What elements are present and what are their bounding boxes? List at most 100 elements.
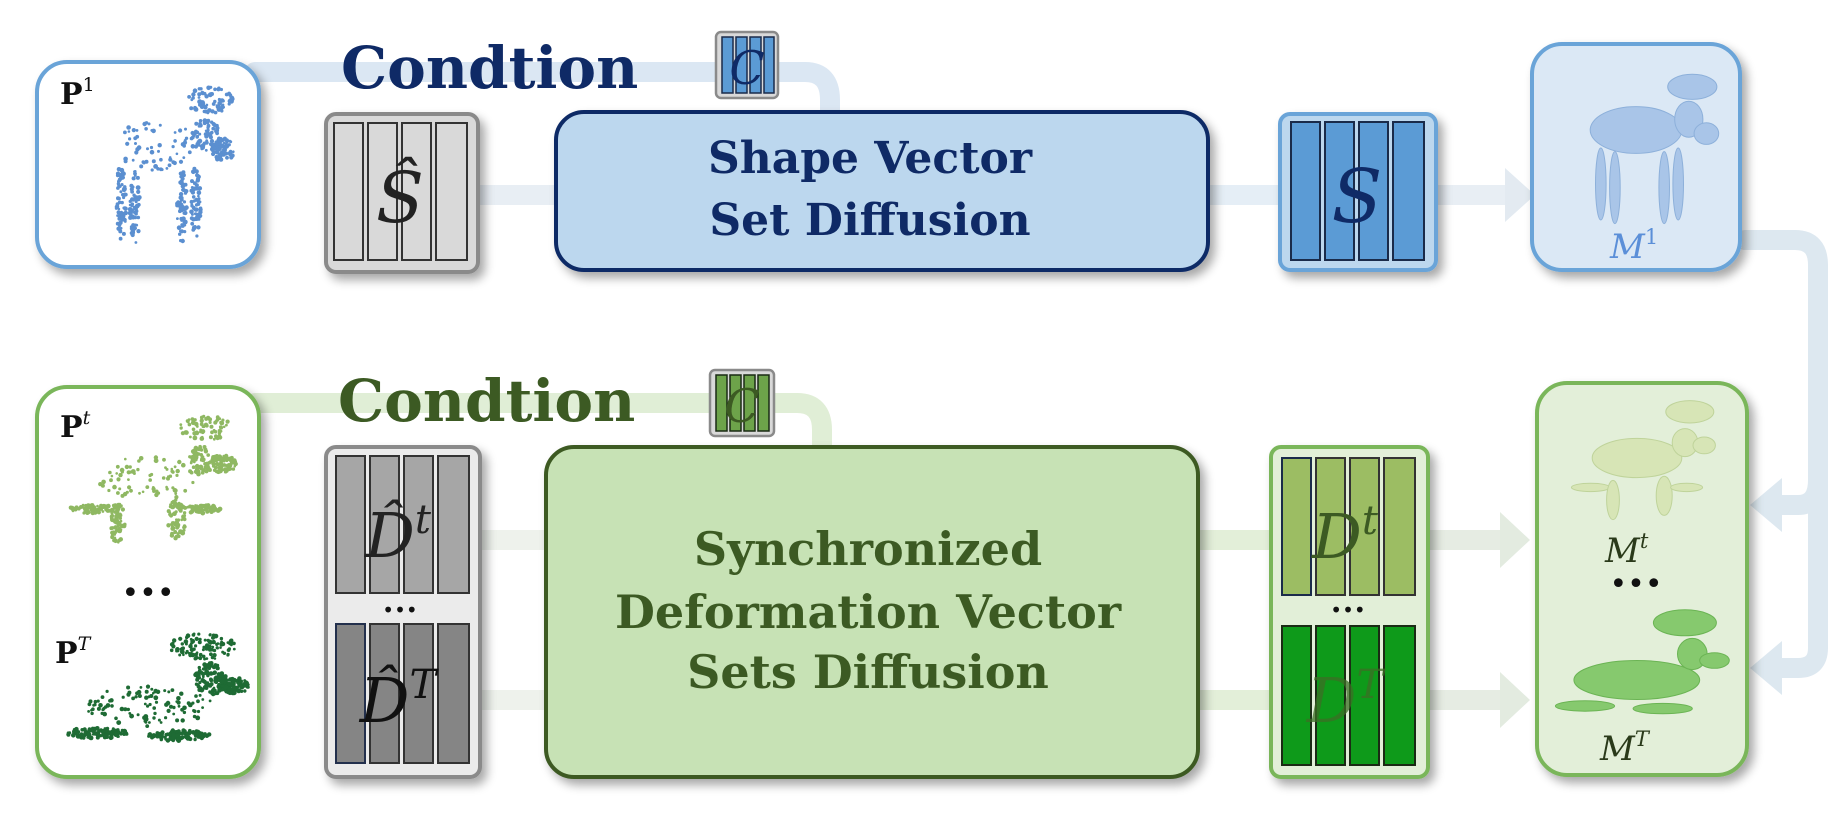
point-cloud-point: [179, 691, 184, 696]
point-cloud-point: [121, 231, 126, 236]
point-cloud-point: [213, 633, 219, 639]
point-cloud-point: [83, 509, 88, 513]
point-cloud-point: [179, 649, 185, 655]
point-cloud-point: [116, 735, 120, 738]
point-cloud-point: [159, 167, 163, 172]
point-cloud-point: [197, 87, 201, 91]
point-cloud-point: [173, 465, 177, 469]
point-cloud-point: [202, 445, 207, 449]
point-cloud-point: [116, 196, 120, 201]
point-cloud-point: [193, 105, 197, 110]
point-cloud-point: [224, 453, 229, 458]
bottom-deformation-T-columns: [1281, 625, 1416, 766]
point-cloud-point: [186, 733, 190, 738]
point-cloud-point: [236, 685, 240, 689]
bottom-deformation-t-symbol: Dt: [1311, 498, 1379, 573]
point-cloud-point: [176, 700, 181, 705]
point-cloud-point: [173, 139, 177, 143]
point-cloud-point: [190, 179, 194, 184]
point-cloud-point: [188, 455, 192, 459]
point-cloud-point: [198, 693, 202, 697]
point-cloud-point: [119, 706, 125, 712]
point-cloud-point: [198, 103, 202, 107]
point-cloud-point: [219, 420, 223, 425]
point-cloud-point: [93, 703, 97, 707]
point-cloud-point: [198, 637, 202, 642]
point-cloud-point: [225, 419, 230, 424]
point-cloud-point: [91, 707, 95, 711]
point-cloud-point: [203, 638, 207, 642]
point-cloud-point: [135, 223, 139, 227]
point-cloud-point: [159, 721, 163, 724]
point-cloud-point: [191, 417, 195, 421]
bottom-noisy-deformation-T-columns: [335, 623, 470, 764]
point-cloud-point: [153, 455, 159, 460]
point-cloud-point: [175, 522, 181, 528]
point-cloud-point: [123, 707, 128, 712]
bottom-condition-vector: C: [708, 368, 776, 438]
point-cloud-point: [179, 423, 183, 426]
point-cloud-point: [175, 201, 180, 206]
point-cloud-point: [199, 422, 204, 427]
point-cloud-point: [159, 157, 163, 162]
point-cloud-point: [124, 457, 127, 461]
point-cloud-point: [86, 508, 90, 512]
point-cloud-point: [154, 700, 159, 704]
point-cloud-point: [218, 425, 222, 429]
point-cloud-point: [178, 232, 182, 236]
point-cloud-point: [181, 646, 185, 650]
point-cloud-point: [177, 737, 180, 741]
sync-diffusion-line2: Deformation Vector: [615, 585, 1122, 639]
point-cloud-point: [171, 470, 175, 474]
point-cloud-point: [192, 460, 196, 464]
point-cloud-point: [198, 503, 203, 508]
point-cloud-point: [189, 199, 194, 204]
point-cloud-point: [182, 653, 185, 657]
point-cloud-point: [150, 472, 154, 477]
point-cloud-point: [199, 458, 203, 462]
point-cloud-point: [191, 701, 195, 705]
point-cloud-point: [210, 647, 214, 652]
point-cloud-point: [201, 648, 205, 652]
point-cloud-point: [189, 435, 192, 439]
mesh-part: [1570, 482, 1611, 493]
point-cloud-point: [179, 426, 183, 430]
point-cloud-point: [96, 699, 100, 703]
point-cloud-point: [209, 661, 214, 666]
point-cloud-point: [150, 687, 154, 691]
point-cloud-point: [134, 226, 137, 230]
point-cloud-point: [218, 154, 223, 159]
point-cloud-point: [162, 457, 166, 462]
point-cloud-point: [143, 719, 147, 723]
point-cloud-point: [215, 691, 220, 696]
point-cloud-point: [109, 735, 114, 740]
output-mesh-1-label: M1: [1609, 225, 1658, 267]
point-cloud-point: [118, 472, 123, 478]
point-cloud-point: [95, 726, 100, 731]
bottom-noisy-deformation-t-symbol: D̂t: [364, 497, 432, 572]
point-cloud-point: [114, 511, 118, 514]
point-cloud-point: [211, 126, 216, 131]
point-cloud-point: [122, 186, 127, 192]
point-cloud-point: [180, 506, 184, 510]
point-cloud-point: [181, 514, 186, 519]
point-cloud-point: [174, 495, 179, 500]
point-cloud-point: [181, 188, 186, 192]
sync-diffusion-line1: Synchronized: [694, 522, 1042, 576]
point-cloud-point: [176, 696, 181, 701]
point-cloud-point: [175, 468, 180, 474]
point-cloud-point: [68, 505, 73, 510]
point-cloud-point: [128, 203, 132, 207]
point-cloud-point: [112, 728, 116, 732]
point-cloud-point: [204, 134, 209, 139]
point-cloud-point: [148, 702, 152, 707]
point-cloud-point: [130, 469, 136, 474]
point-cloud-point: [225, 423, 228, 427]
point-cloud-point: [182, 511, 187, 515]
point-cloud-point: [139, 686, 143, 689]
point-cloud-point: [198, 464, 204, 470]
point-cloud-point: [145, 485, 150, 489]
point-cloud-point: [120, 175, 126, 180]
point-cloud-point: [172, 160, 177, 166]
point-cloud-point: [206, 128, 210, 132]
